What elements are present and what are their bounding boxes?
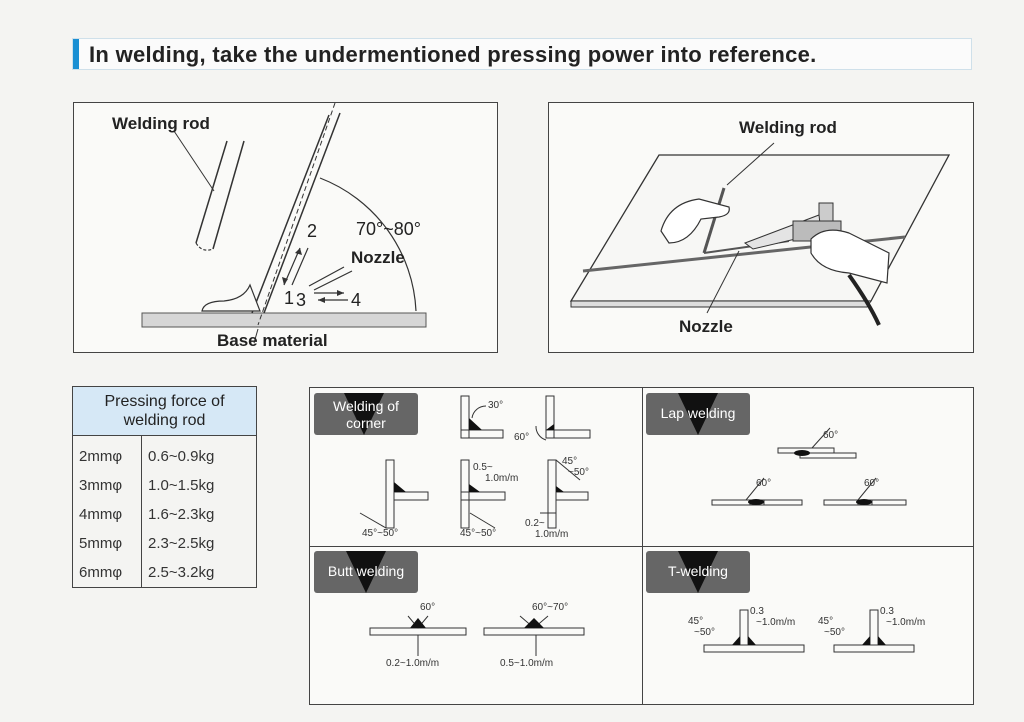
corner-angle-45-50-a: 45°~50° (362, 528, 399, 539)
table-row: 5mmφ 2.3~2.5kg (72, 529, 257, 558)
step-number-1: 1 (284, 288, 295, 308)
table-row: 6mmφ 2.5~3.2kg (72, 558, 257, 588)
corner-gap-2-line1: 0.2~ (525, 518, 545, 529)
rod-size-cell: 6mmφ (72, 558, 142, 588)
tee-label: T-welding (668, 563, 728, 579)
butt-gap-1: 0.2~1.0m/m (386, 658, 440, 669)
lap-angle-1: 60° (823, 430, 839, 441)
force-cell: 0.6~0.9kg (141, 435, 257, 471)
force-cell: 1.0~1.5kg (141, 471, 257, 500)
welding-rod-label-right: Welding rod (739, 118, 837, 137)
tee-gap-1-line2: ~1.0m/m (756, 617, 796, 628)
lap-angle-2: 60° (756, 478, 772, 489)
base-material-label: Base material (217, 331, 328, 350)
tee-gap-1-line1: 0.3 (750, 606, 764, 617)
pressing-force-table: Pressing force of welding rod 2mmφ 0.6~0… (72, 386, 257, 588)
step-number-2: 2 (307, 221, 318, 241)
corner-label: Welding of corner (333, 398, 399, 431)
welding-illustration: Welding rod Nozzle (548, 102, 974, 353)
section-label-butt: Butt welding (314, 551, 418, 593)
force-cell: 1.6~2.3kg (141, 500, 257, 529)
section-label-tee: T-welding (646, 551, 750, 593)
table-header: Pressing force of welding rod (72, 386, 257, 436)
section-label-lap: Lap welding (646, 393, 750, 435)
rod-size-cell: 2mmφ (72, 435, 142, 471)
force-cell: 2.3~2.5kg (141, 529, 257, 558)
step-number-4: 4 (351, 290, 362, 310)
corner-angle-45-50-b: 45°~50° (460, 528, 497, 539)
panel-horizontal-divider (310, 546, 973, 547)
nozzle-label: Nozzle (351, 248, 405, 267)
rod-size-cell: 3mmφ (72, 471, 142, 500)
corner-angle-45-50-c-line2: ~50° (568, 467, 589, 478)
table-header-line2: welding rod (123, 412, 206, 429)
lap-label: Lap welding (660, 405, 736, 421)
rod-angle-diagram: Welding rod 70°~80° Nozzle 2 1 3 4 Base … (73, 102, 498, 353)
corner-gap-1-line2: 1.0m/m (485, 473, 519, 484)
section-label-corner: Welding of corner (314, 393, 418, 435)
nozzle-label-right: Nozzle (679, 317, 733, 336)
force-cell: 2.5~3.2kg (141, 558, 257, 588)
tee-gap-2-line2: ~1.0m/m (886, 617, 926, 628)
butt-gap-2: 0.5~1.0m/m (500, 658, 554, 669)
tee-gap-2-line1: 0.3 (880, 606, 894, 617)
weld-types-panel: Welding of corner Lap welding Butt weldi… (309, 387, 974, 705)
step-number-3: 3 (296, 290, 307, 310)
corner-angle-45-50-c-line1: 45° (562, 456, 578, 467)
page-title-bar: In welding, take the undermentioned pres… (72, 38, 972, 70)
tee-angle-1-line1: 45° (688, 616, 704, 627)
corner-angle-30: 30° (488, 400, 504, 411)
table-row: 2mmφ 0.6~0.9kg (72, 435, 257, 471)
butt-angle-1: 60° (420, 602, 436, 613)
tee-angle-1-line2: ~50° (694, 627, 715, 638)
angle-label: 70°~80° (356, 219, 421, 239)
butt-label: Butt welding (327, 563, 405, 579)
corner-gap-2-line2: 1.0m/m (535, 529, 569, 540)
tee-angle-2-line1: 45° (818, 616, 834, 627)
title-accent-bar (73, 39, 79, 69)
corner-gap-1-line1: 0.5~ (473, 462, 493, 473)
rod-size-cell: 5mmφ (72, 529, 142, 558)
rod-size-cell: 4mmφ (72, 500, 142, 529)
welding-rod-label: Welding rod (112, 114, 210, 133)
corner-angle-60: 60° (514, 432, 530, 443)
lap-angle-3: 60° (864, 478, 880, 489)
weld-joint-drawings (359, 395, 915, 656)
rod-angle-drawing (141, 103, 427, 344)
table-row: 3mmφ 1.0~1.5kg (72, 471, 257, 500)
table-row: 4mmφ 1.6~2.3kg (72, 500, 257, 529)
butt-angle-2: 60°~70° (532, 602, 569, 613)
tee-angle-2-line2: ~50° (824, 627, 845, 638)
table-header-line1: Pressing force of (104, 393, 225, 410)
welding-scene-drawing (569, 142, 951, 326)
page-title: In welding, take the undermentioned pres… (89, 42, 817, 67)
